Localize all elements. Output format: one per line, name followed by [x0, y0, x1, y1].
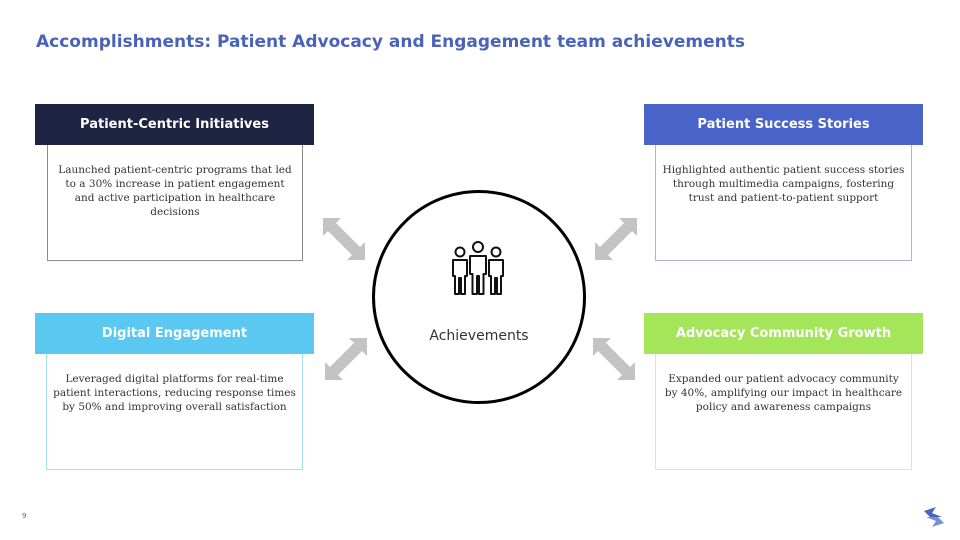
card-text-patient-success-stories: Highlighted authentic patient success st…: [655, 145, 912, 261]
card-heading-patient-centric-initiatives: Patient-Centric Initiatives: [35, 104, 314, 145]
page-number: 9: [22, 512, 27, 520]
center-label: Achievements: [429, 328, 529, 344]
people-group-icon: [452, 241, 504, 295]
card-text-advocacy-community-growth: Expanded our patient advocacy community …: [655, 354, 912, 470]
company-logo-icon: [924, 507, 944, 527]
card-heading-digital-engagement: Digital Engagement: [35, 313, 314, 354]
card-text-digital-engagement: Leveraged digital platforms for real-tim…: [46, 354, 303, 470]
card-text-patient-centric-initiatives: Launched patient-centric programs that l…: [47, 145, 303, 261]
slide-title: Accomplishments: Patient Advocacy and En…: [36, 32, 745, 52]
double-arrow-icon-bottom-left: [325, 338, 367, 380]
center-circle: [372, 190, 586, 404]
double-arrow-icon-bottom-right: [593, 338, 635, 380]
double-arrow-icon-top-left: [323, 218, 365, 260]
double-arrow-icon-top-right: [595, 218, 637, 260]
card-heading-advocacy-community-growth: Advocacy Community Growth: [644, 313, 923, 354]
card-heading-patient-success-stories: Patient Success Stories: [644, 104, 923, 145]
